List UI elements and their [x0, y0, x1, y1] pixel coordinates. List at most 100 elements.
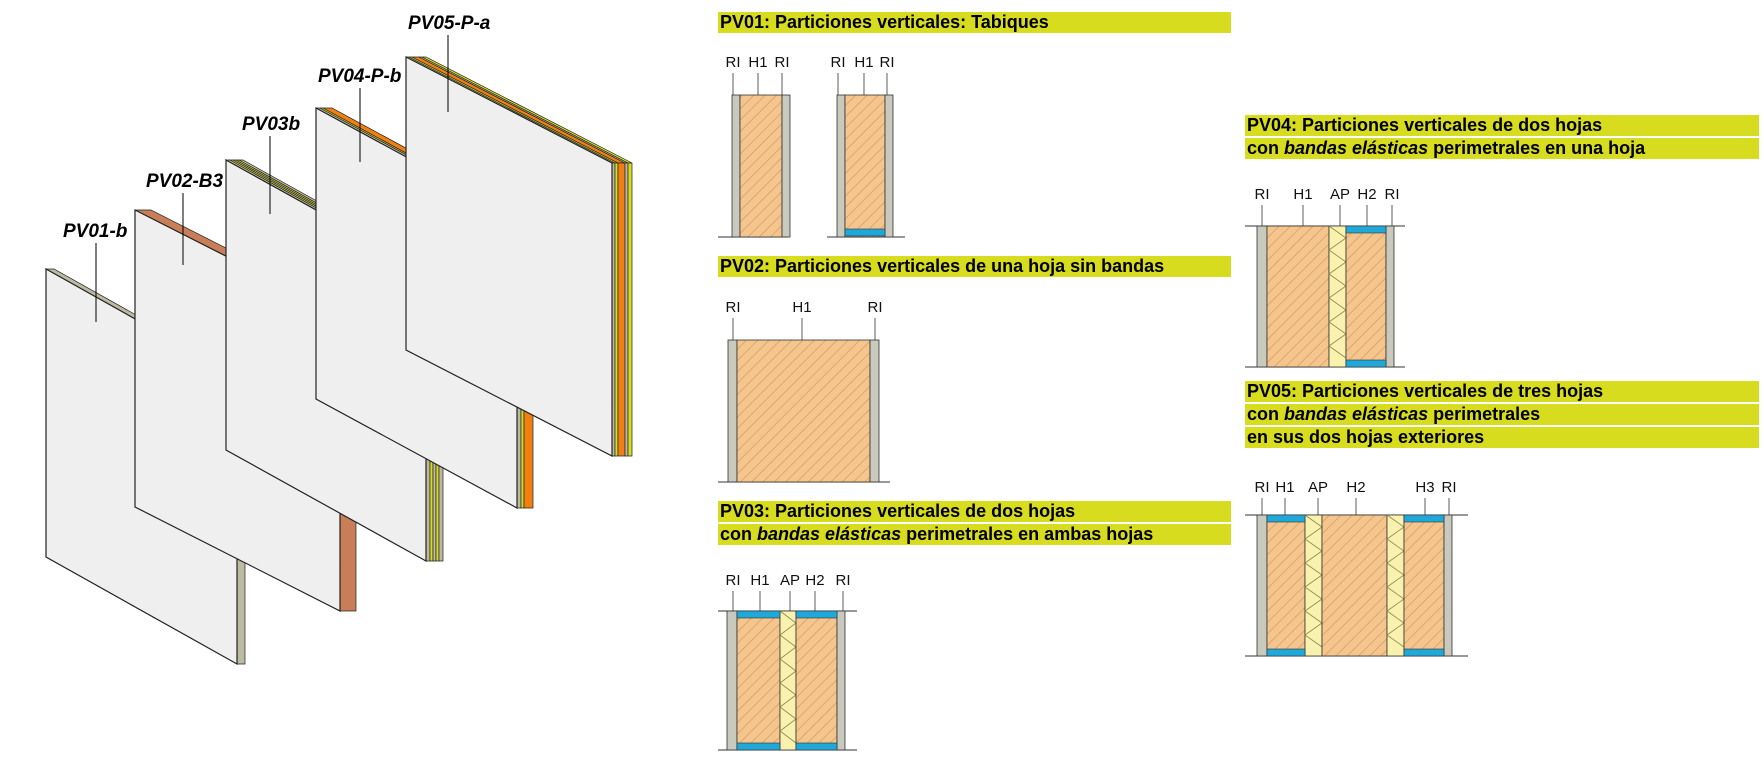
board-layer	[1443, 514, 1453, 657]
title-bar-pv03: PV03: Particiones verticales de dos hoja…	[718, 501, 1231, 545]
title-segment: PV02: Particiones verticales de una hoja…	[720, 256, 1164, 276]
insulation-zigzag	[1386, 514, 1405, 648]
masonry-leaf	[736, 610, 781, 751]
layer-label: H1	[748, 54, 767, 71]
title-segment: bandas elásticas	[1284, 404, 1428, 424]
layer-label: H1	[1293, 186, 1312, 203]
elastic-band	[1403, 514, 1445, 523]
board-layer	[869, 339, 880, 483]
title-bar-pv05: PV05: Particiones verticales de tres hoj…	[1245, 381, 1759, 448]
title-segment: bandas elásticas	[1284, 138, 1428, 158]
masonry-leaf	[1266, 514, 1306, 657]
elastic-band	[1345, 225, 1387, 234]
layer-label: RI	[1442, 479, 1457, 496]
masonry-leaf	[1345, 225, 1387, 368]
panel-pv05: PV05-P-a	[405, 13, 633, 457]
masonry-leaf	[739, 94, 783, 238]
layer-label: H2	[805, 572, 824, 589]
title-bar-bg	[718, 501, 1231, 522]
title-text: PV04: Particiones verticales de dos hoja…	[1247, 115, 1602, 135]
elastic-band	[1266, 648, 1306, 657]
title-segment: PV03: Particiones verticales de dos hoja…	[720, 501, 1075, 521]
board-layer	[1256, 514, 1268, 657]
layer-label: RI	[880, 54, 895, 71]
cross-section-details: PV01: Particiones verticales: TabiquesPV…	[718, 12, 1759, 751]
panel-label: PV04-P-b	[318, 66, 402, 87]
title-segment: perimetrales	[1428, 404, 1540, 424]
elastic-band	[844, 228, 886, 237]
panel-label: PV02-B3	[146, 171, 224, 192]
panel-edge-layer	[614, 162, 619, 457]
board-layer	[781, 94, 791, 238]
title-text: con bandas elásticas perimetrales	[1247, 404, 1540, 424]
title-segment: con	[1247, 404, 1284, 424]
elastic-band	[1403, 648, 1445, 657]
layer-label: RI	[726, 572, 741, 589]
layer-label: AP	[1308, 479, 1328, 496]
layer-label: H2	[1357, 186, 1376, 203]
layer-label: RI	[836, 572, 851, 589]
board-layer	[836, 610, 846, 751]
title-bar-bg	[718, 12, 1231, 33]
insulation-zigzag	[1328, 225, 1347, 359]
elastic-band	[736, 742, 781, 751]
title-segment: bandas elásticas	[757, 524, 901, 544]
board-layer	[884, 94, 894, 238]
layer-label: H1	[792, 299, 811, 316]
title-bar-bg	[1245, 115, 1759, 136]
board-layer	[731, 94, 741, 238]
layer-label: H1	[750, 572, 769, 589]
title-bar-pv01: PV01: Particiones verticales: Tabiques	[718, 12, 1231, 33]
title-bar-bg	[718, 256, 1231, 277]
title-text: en sus dos hojas exteriores	[1247, 427, 1484, 447]
title-bar-bg	[1245, 138, 1759, 159]
masonry-leaf	[1403, 514, 1445, 657]
elastic-band	[1345, 359, 1387, 368]
panel-label: PV03b	[242, 114, 300, 135]
masonry-leaf	[1321, 514, 1388, 657]
layer-label: RI	[726, 299, 741, 316]
board-layer	[727, 339, 738, 483]
title-text: PV03: Particiones verticales de dos hoja…	[720, 501, 1075, 521]
section-pv03: RI H1 AP H2 RI	[718, 572, 857, 751]
title-segment: con	[720, 524, 757, 544]
panel-edge-layer	[624, 162, 629, 457]
layer-label: H1	[1275, 479, 1294, 496]
masonry-leaf	[736, 339, 871, 483]
title-segment: con	[1247, 138, 1284, 158]
masonry-leaf	[795, 610, 838, 751]
layer-label: RI	[775, 54, 790, 71]
layer-label: RI	[1255, 186, 1270, 203]
elastic-band	[795, 742, 838, 751]
title-bar-bg	[1245, 381, 1759, 402]
title-bar-bg	[718, 524, 1231, 545]
elastic-band	[1266, 514, 1306, 523]
panel-label: PV01-b	[63, 221, 128, 242]
title-bar-pv04: PV04: Particiones verticales de dos hoja…	[1245, 115, 1759, 159]
title-bar-pv02: PV02: Particiones verticales de una hoja…	[718, 256, 1231, 277]
panel-face	[405, 56, 613, 457]
layer-label: RI	[1255, 479, 1270, 496]
title-segment: PV01: Particiones verticales: Tabiques	[720, 12, 1049, 32]
title-text: PV05: Particiones verticales de tres hoj…	[1247, 381, 1603, 401]
board-layer	[1385, 225, 1395, 368]
title-segment: en sus dos hojas exteriores	[1247, 427, 1484, 447]
layer-label: AP	[780, 572, 800, 589]
masonry-leaf	[1266, 225, 1330, 368]
layer-label: H1	[854, 54, 873, 71]
title-text: con bandas elásticas perimetrales en amb…	[720, 524, 1153, 544]
panel-label: PV05-P-a	[408, 13, 491, 34]
title-bar-bg	[1245, 427, 1759, 448]
board-layer	[1256, 225, 1268, 368]
masonry-leaf	[844, 94, 886, 238]
insulation-zigzag	[1304, 514, 1323, 648]
panel-edge-layer	[627, 162, 633, 457]
title-segment: PV05: Particiones verticales de tres hoj…	[1247, 381, 1603, 401]
layer-label: H3	[1415, 479, 1434, 496]
exploded-panel-stack: PV01-b PV02-B3 PV03b PV04-P-b PV05-P-a	[44, 13, 633, 666]
board-layer	[726, 610, 738, 751]
title-segment: perimetrales en ambas hojas	[901, 524, 1153, 544]
